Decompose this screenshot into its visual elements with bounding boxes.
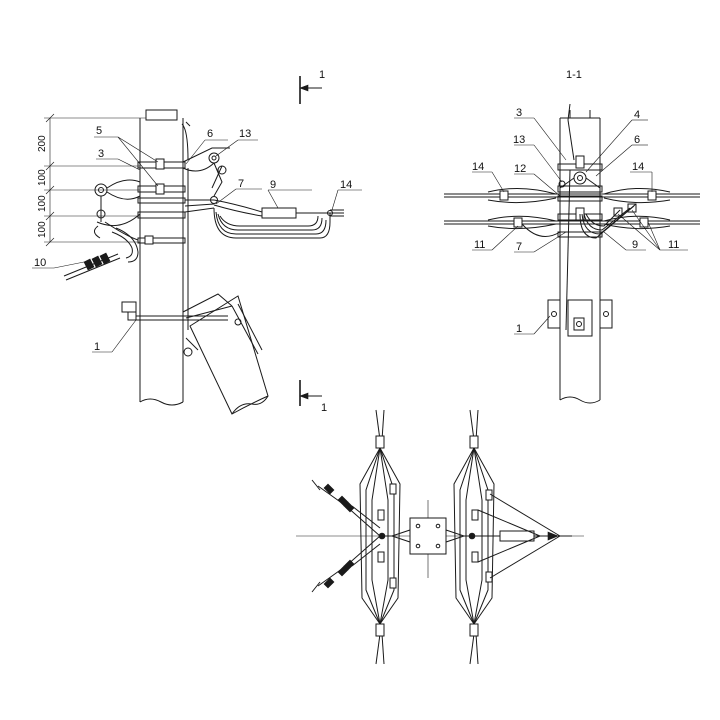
side-label-7: 7 bbox=[516, 241, 522, 253]
front-label-9: 9 bbox=[270, 179, 276, 191]
side-bracket-1 bbox=[547, 299, 613, 337]
front-label-14: 14 bbox=[340, 179, 352, 191]
side-wires bbox=[444, 187, 700, 230]
section-mark-top: 1 bbox=[319, 69, 325, 81]
strut-leg bbox=[189, 295, 269, 415]
side-label-9: 9 bbox=[632, 239, 638, 251]
dim-200: 200 bbox=[37, 135, 48, 152]
dim-100-b: 100 bbox=[37, 195, 48, 212]
pole-break-line bbox=[139, 398, 184, 406]
side-label-3: 3 bbox=[516, 107, 522, 119]
front-leaders bbox=[32, 136, 362, 353]
view-title: 1-1 bbox=[566, 69, 582, 81]
section-mark-bottom: 1 bbox=[321, 402, 327, 414]
side-label-14-right: 14 bbox=[632, 161, 644, 173]
plan-right-bundle bbox=[453, 409, 572, 665]
dim-100-c: 100 bbox=[37, 221, 48, 238]
front-label-6: 6 bbox=[207, 128, 213, 140]
section-mark bbox=[299, 76, 322, 406]
side-view: 1-1 bbox=[444, 69, 700, 404]
front-label-13: 13 bbox=[239, 128, 251, 140]
plan-pole-plate bbox=[409, 517, 447, 555]
front-label-10: 10 bbox=[34, 257, 46, 269]
front-label-1: 1 bbox=[94, 341, 100, 353]
side-label-4: 4 bbox=[634, 109, 640, 121]
plan-view bbox=[296, 409, 584, 665]
side-label-13: 13 bbox=[513, 134, 525, 146]
wire-bundle-front bbox=[184, 199, 344, 239]
insulator-10 bbox=[63, 252, 121, 281]
side-label-11-left: 11 bbox=[474, 239, 485, 251]
strut-bracket-1 bbox=[121, 293, 263, 357]
side-drop-wires bbox=[521, 203, 637, 239]
side-label-1: 1 bbox=[516, 323, 522, 335]
dimension-chain bbox=[44, 113, 146, 247]
dim-100-a: 100 bbox=[37, 169, 48, 186]
front-label-7: 7 bbox=[238, 178, 244, 190]
front-view: 200 100 100 100 bbox=[32, 69, 362, 415]
side-label-6: 6 bbox=[634, 134, 640, 146]
side-label-14-left: 14 bbox=[472, 161, 484, 173]
plan-left-bundle bbox=[311, 409, 401, 665]
side-leaders bbox=[472, 117, 688, 335]
side-label-11-right: 11 bbox=[668, 239, 679, 251]
front-label-5: 5 bbox=[96, 125, 102, 137]
front-label-3: 3 bbox=[98, 148, 104, 160]
pole-bands bbox=[137, 158, 186, 245]
pole-top-cap bbox=[145, 109, 178, 121]
side-label-12: 12 bbox=[514, 163, 526, 175]
side-pole-break bbox=[559, 396, 601, 404]
top-right-fittings bbox=[181, 121, 230, 330]
left-fittings bbox=[94, 179, 141, 263]
